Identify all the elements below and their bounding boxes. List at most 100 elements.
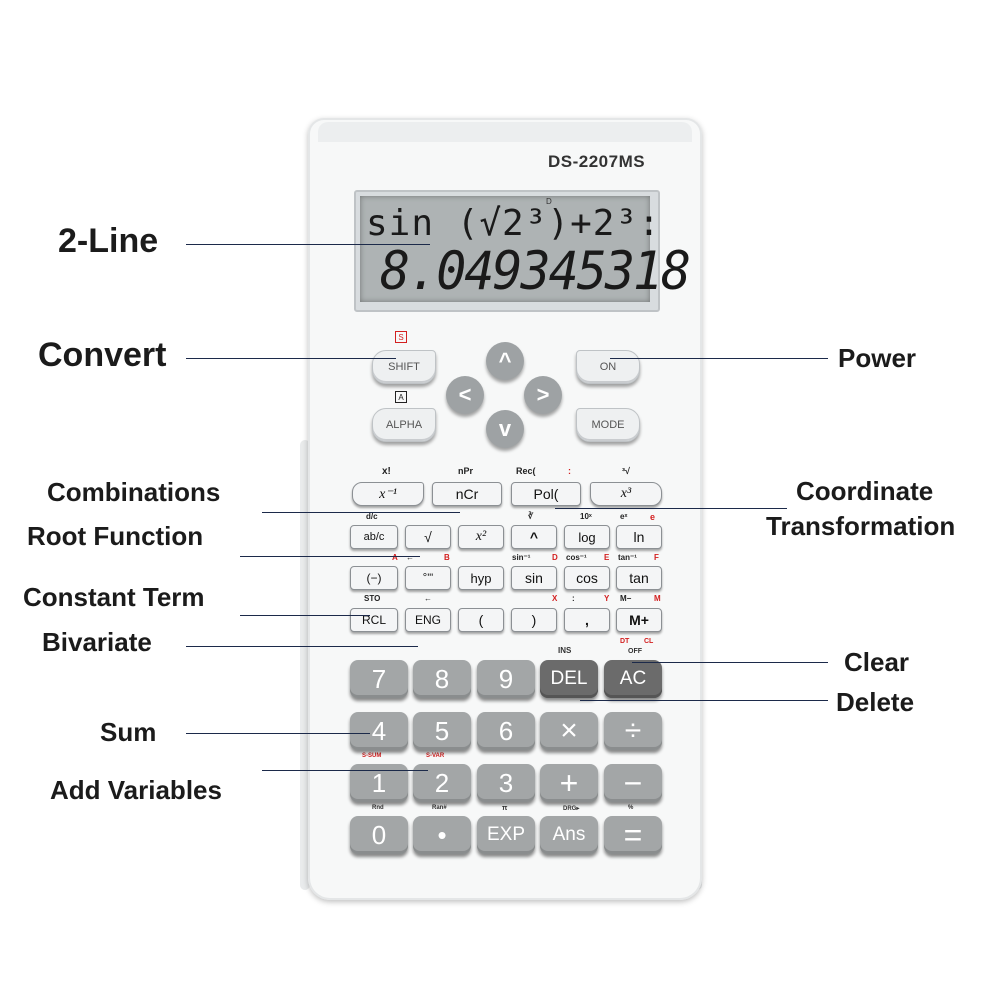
callout-root-function: Root Function xyxy=(27,521,204,551)
arctan-label: tan⁻¹ xyxy=(618,553,637,562)
m-plus-button[interactable]: M+ xyxy=(616,608,662,632)
callout-bivariate: Bivariate xyxy=(42,627,152,657)
ac-button[interactable]: AC xyxy=(604,660,662,698)
rec-label: Rec( xyxy=(516,466,536,476)
ln-button[interactable]: ln xyxy=(616,525,662,549)
log-button[interactable]: log xyxy=(564,525,610,549)
alpha-button[interactable]: ALPHA xyxy=(372,408,436,442)
m-label: M xyxy=(654,594,661,603)
nine-button[interactable]: 9 xyxy=(477,660,535,698)
negative-button[interactable]: (−) xyxy=(350,566,398,590)
calculator-top-edge xyxy=(318,122,692,142)
callout-line-clear xyxy=(632,662,828,663)
npr-label: nPr xyxy=(458,466,474,476)
fraction-button[interactable]: ab/c xyxy=(350,525,398,549)
multiply-button[interactable]: × xyxy=(540,712,598,750)
close-paren-button[interactable]: ) xyxy=(511,608,557,632)
rnd-label: Rnd xyxy=(372,805,384,811)
callout-coordinate: Coordinate xyxy=(796,476,934,506)
left-arrow-button[interactable]: < xyxy=(446,376,484,414)
drg-label: DRG▸ xyxy=(563,806,580,812)
callout-line-sum xyxy=(186,733,370,734)
x-label: X xyxy=(552,594,558,603)
ans-button[interactable]: Ans xyxy=(540,816,598,854)
plus-button[interactable]: + xyxy=(540,764,598,802)
six-button[interactable]: 6 xyxy=(477,712,535,750)
four-button[interactable]: 4 xyxy=(350,712,408,750)
display-line-2: 8.049345318 xyxy=(380,240,691,302)
colon-label-row1: : xyxy=(568,466,571,476)
y-label: Y xyxy=(604,594,610,603)
three-button[interactable]: 3 xyxy=(477,764,535,802)
sqrt-button[interactable]: √ xyxy=(405,525,451,549)
callout-power: Power xyxy=(838,343,917,373)
sto-label: STO xyxy=(364,594,381,603)
percent-label: % xyxy=(628,805,634,811)
cos-button[interactable]: cos xyxy=(564,566,610,590)
ncr-button[interactable]: nCr xyxy=(432,482,502,506)
on-button[interactable]: ON xyxy=(576,350,640,384)
cube-button[interactable]: x³ xyxy=(590,482,662,506)
eight-button[interactable]: 8 xyxy=(413,660,471,698)
rcl-button[interactable]: RCL xyxy=(350,608,398,632)
ran-label: Ran# xyxy=(432,805,447,811)
right-arrow-button[interactable]: > xyxy=(524,376,562,414)
seven-button[interactable]: 7 xyxy=(350,660,408,698)
ten-power-label: 10ˣ xyxy=(580,512,592,521)
s-var-label: S-VAR xyxy=(426,753,445,759)
up-arrow-button[interactable]: ^ xyxy=(486,342,524,380)
mode-button[interactable]: MODE xyxy=(576,408,640,442)
a-label: A xyxy=(392,553,398,562)
pol-button[interactable]: Pol( xyxy=(511,482,581,506)
callout-constant-term: Constant Term xyxy=(23,582,205,612)
divide-button[interactable]: ÷ xyxy=(604,712,662,750)
arccos-label: cos⁻¹ xyxy=(566,553,587,562)
colon-label-row4: : xyxy=(572,594,575,603)
hyp-button[interactable]: hyp xyxy=(458,566,504,590)
minus-button[interactable]: − xyxy=(604,764,662,802)
display-indicator: D xyxy=(546,197,552,206)
shift-button[interactable]: SHIFT xyxy=(372,350,436,384)
ins-label: INS xyxy=(558,646,572,655)
b-label: B xyxy=(444,553,450,562)
dc-label: d/c xyxy=(366,512,378,521)
tan-button[interactable]: tan xyxy=(616,566,662,590)
chevron-right-icon: > xyxy=(536,382,550,407)
callout-line-root xyxy=(240,556,420,557)
sin-button[interactable]: sin xyxy=(511,566,557,590)
down-arrow-button[interactable]: v xyxy=(486,410,524,448)
cl-label: CL xyxy=(644,638,654,645)
open-paren-button[interactable]: ( xyxy=(458,608,504,632)
display-line-1: sin (√2³)+2³: xyxy=(366,203,661,244)
callout-2-line: 2-Line xyxy=(58,222,159,260)
five-button[interactable]: 5 xyxy=(413,712,471,750)
power-button[interactable]: ^ xyxy=(511,525,557,549)
del-button[interactable]: DEL xyxy=(540,660,598,698)
degree-button[interactable]: °'" xyxy=(405,566,451,590)
reciprocal-button[interactable]: x⁻¹ xyxy=(352,482,424,506)
callout-transformation: Transformation xyxy=(766,511,956,541)
equals-button[interactable]: = xyxy=(604,816,662,854)
callout-add-variables: Add Variables xyxy=(50,775,222,805)
callout-delete: Delete xyxy=(836,687,915,717)
comma-button[interactable]: , xyxy=(564,608,610,632)
chevron-left-icon: < xyxy=(458,382,472,407)
callout-line-combinations xyxy=(262,512,460,513)
shift-marker: S xyxy=(395,331,407,343)
square-button[interactable]: x² xyxy=(458,525,504,549)
callout-line-power xyxy=(610,358,828,359)
callout-clear: Clear xyxy=(844,647,910,677)
callout-combinations: Combinations xyxy=(47,477,221,507)
alpha-marker: A xyxy=(395,391,407,403)
m-minus-label: M− xyxy=(620,594,632,603)
eng-button[interactable]: ENG xyxy=(405,608,451,632)
decimal-button[interactable]: • xyxy=(413,816,471,854)
calculator-side-left xyxy=(300,440,310,890)
callout-line-coordinate xyxy=(555,508,787,509)
zero-button[interactable]: 0 xyxy=(350,816,408,854)
exp-button[interactable]: EXP xyxy=(477,816,535,854)
chevron-down-icon: v xyxy=(498,416,512,441)
f-label: F xyxy=(654,553,659,562)
callout-line-2-line xyxy=(186,244,430,245)
s-sum-label: S-SUM xyxy=(362,753,382,759)
